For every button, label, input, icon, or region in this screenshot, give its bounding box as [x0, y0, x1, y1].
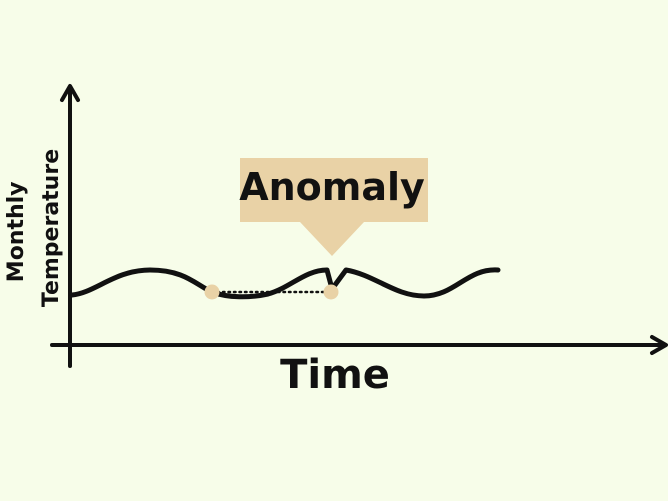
- y-axis: [60, 84, 80, 368]
- anomaly-start-marker: [204, 284, 220, 300]
- temperature-curve-left: [69, 267, 215, 298]
- y-axis-label-line1: Monthly: [4, 181, 29, 282]
- y-axis-label: Monthly Temperature: [4, 149, 64, 307]
- anomaly-callout: Anomaly: [239, 158, 428, 256]
- anomaly-end-marker: [323, 284, 339, 300]
- y-axis-arrowhead: [60, 84, 80, 102]
- temperature-curve-right: [329, 267, 501, 299]
- x-axis-arrowhead: [650, 335, 668, 355]
- anomaly-callout-shape: [240, 158, 428, 256]
- x-axis-label: Time: [280, 352, 390, 398]
- temperature-curve-dip: [209, 267, 334, 300]
- x-axis: [50, 335, 668, 355]
- anomaly-callout-label: Anomaly: [239, 165, 425, 209]
- y-axis-label-line2: Temperature: [39, 149, 64, 307]
- temperature-curve: [69, 267, 501, 300]
